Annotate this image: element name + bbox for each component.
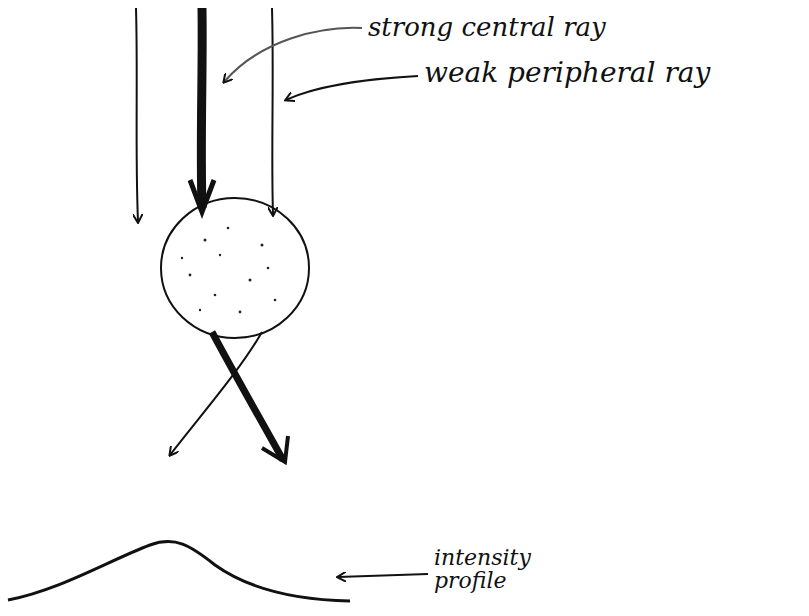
peripheral-ray <box>136 8 138 222</box>
particle-speckle <box>181 227 277 314</box>
scattered-strong-head <box>262 436 288 462</box>
central-ray-head <box>190 180 214 212</box>
leader-line <box>224 28 362 82</box>
annotation-label: intensity profile <box>434 546 554 592</box>
leader-line <box>286 76 418 100</box>
annotation-label: strong central ray <box>368 14 606 41</box>
leader-line <box>338 574 428 577</box>
scattered-strong-ray <box>212 332 283 460</box>
peripheral-ray <box>272 8 273 215</box>
annotation-label: weak peripheral ray <box>424 58 710 87</box>
central-ray <box>197 8 207 208</box>
intensity-curve <box>8 542 350 601</box>
particle-circle <box>161 198 309 338</box>
